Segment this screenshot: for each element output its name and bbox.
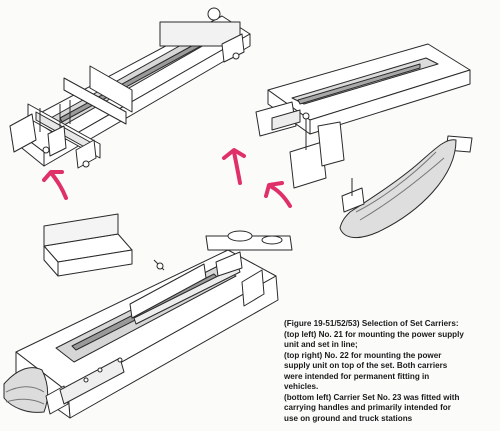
l-bracket-drawing	[43, 213, 133, 277]
caption-line: (bottom left) Carrier Set No. 23 was fit…	[284, 392, 460, 402]
annotation-arrows	[42, 148, 292, 208]
carrier-set-no23-drawing	[3, 230, 293, 419]
carrier-no22-drawing	[255, 43, 473, 238]
caption-line: carrying handles and primarily intended …	[284, 403, 451, 412]
caption-line: unit and set in line;	[284, 340, 358, 349]
figure-caption: (Figure 19-51/52/53) Selection of Set Ca…	[284, 319, 498, 424]
caption-line: (Figure 19-51/52/53) Selection of Set Ca…	[284, 319, 459, 328]
arrow-3	[264, 181, 292, 208]
arrow-1	[42, 170, 68, 200]
caption-line: supply unit on top of the set. Both carr…	[284, 361, 448, 370]
caption-line: (top right) No. 22 for mounting the powe…	[284, 350, 442, 360]
caption-line: vehicles.	[284, 382, 319, 391]
caption-line: (top left) No. 21 for mounting the power…	[284, 329, 464, 339]
caption-line: use on ground and truck stations	[284, 413, 413, 423]
arrow-2	[222, 148, 246, 185]
carrier-no21-drawing	[9, 7, 251, 169]
caption-line: were intended for permanent fitting in	[284, 371, 430, 381]
